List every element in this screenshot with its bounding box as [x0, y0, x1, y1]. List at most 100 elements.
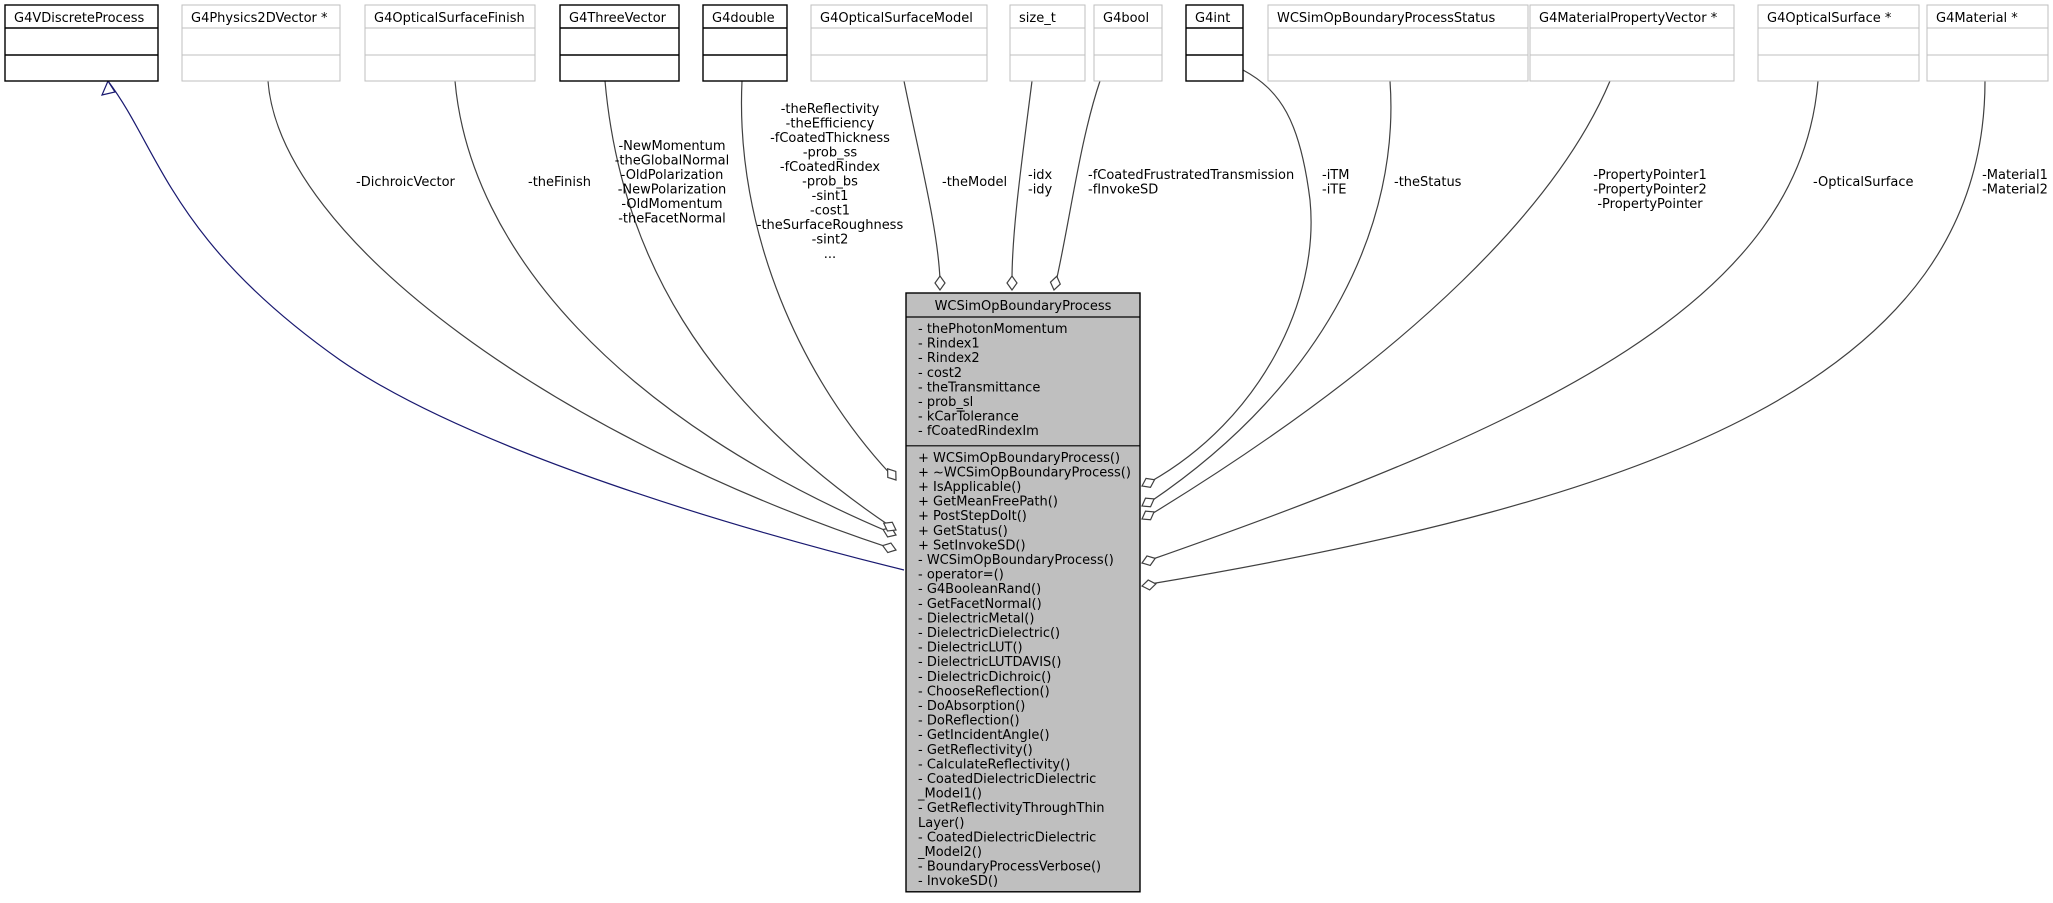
edge-label-line: -Material1 — [1982, 168, 2048, 183]
class-name: G4double — [712, 11, 775, 26]
class-name: G4Physics2DVector * — [191, 11, 328, 26]
main-class-method: _Model1() — [917, 787, 982, 802]
inheritance-arrowhead — [100, 79, 116, 96]
edge-label: -OpticalSurface — [1813, 175, 1914, 190]
edge-line — [1149, 80, 1986, 585]
edge-line — [107, 80, 905, 571]
class-name: G4bool — [1103, 11, 1149, 26]
class-node-g4opticalsurfacemodel[interactable]: G4OpticalSurfaceModel — [810, 4, 988, 82]
edge-line — [1055, 80, 1101, 283]
class-name: size_t — [1019, 11, 1056, 26]
main-class-method: + ~WCSimOpBoundaryProcess() — [918, 465, 1131, 480]
edge-line — [267, 80, 897, 551]
edge-label-line: -idx — [1028, 168, 1053, 183]
class-name: WCSimOpBoundaryProcessStatus — [1277, 11, 1496, 26]
edge-label-line: ... — [824, 247, 836, 262]
edge-g4threevector: -NewMomentum-theGlobalNormal-OldPolariza… — [604, 80, 897, 532]
edge-line — [454, 80, 897, 536]
edge-g4vdiscreteprocess — [100, 79, 905, 571]
main-class-method: - operator=() — [918, 568, 1004, 583]
main-class-method: - WCSimOpBoundaryProcess() — [918, 553, 1114, 568]
main-class-attribute: - theTransmittance — [918, 380, 1040, 395]
aggregation-diamond — [1141, 510, 1155, 521]
main-class-method: - CalculateReflectivity() — [918, 757, 1070, 772]
edge-label-line: -fCoatedFrustratedTransmission — [1088, 168, 1294, 183]
class-node-g4threevector[interactable]: G4ThreeVector — [559, 4, 680, 82]
edge-line — [903, 80, 941, 281]
main-class-attribute: - Rindex2 — [918, 351, 980, 366]
edge-label-line: -iTM — [1322, 168, 1349, 183]
class-name: G4Material * — [1936, 11, 2018, 26]
class-box — [559, 4, 680, 82]
edge-label-line: -OpticalSurface — [1813, 175, 1914, 190]
class-name: G4int — [1195, 11, 1230, 26]
class-node-g4int[interactable]: G4int — [1185, 4, 1244, 82]
main-class-method: - GetIncidentAngle() — [918, 728, 1050, 743]
edge-label-line: -PropertyPointer — [1597, 197, 1703, 212]
main-class-method: - CoatedDielectricDielectric — [918, 830, 1096, 845]
edge-g4double: -theReflectivity-theEfficiency-fCoatedTh… — [740, 80, 904, 481]
class-node-g4opticalsurface[interactable]: G4OpticalSurface * — [1757, 4, 1920, 82]
main-class-method: - BoundaryProcessVerbose() — [918, 860, 1101, 875]
class-node-g4bool[interactable]: G4bool — [1093, 4, 1163, 82]
class-node-wcsimopboundaryprocessstatus[interactable]: WCSimOpBoundaryProcessStatus — [1267, 4, 1529, 82]
class-node-g4materialpropertyvector[interactable]: G4MaterialPropertyVector * — [1529, 4, 1735, 82]
class-node-g4double[interactable]: G4double — [702, 4, 788, 82]
class-box — [702, 4, 788, 82]
class-node-g4physics2dvector[interactable]: G4Physics2DVector * — [181, 4, 341, 82]
class-box — [181, 4, 341, 82]
main-class-attribute: - fCoatedRindexIm — [918, 424, 1039, 439]
aggregation-diamond — [1140, 579, 1157, 591]
main-class-node[interactable]: WCSimOpBoundaryProcess- thePhotonMomentu… — [905, 292, 1141, 893]
main-class-method: - DielectricLUT() — [918, 641, 1023, 656]
main-class-method: - G4BooleanRand() — [918, 582, 1041, 597]
class-name: G4ThreeVector — [569, 11, 667, 26]
main-class-method: - CoatedDielectricDielectric — [918, 772, 1096, 787]
main-class-attribute: - kCarTolerance — [918, 410, 1019, 425]
class-node-size-t[interactable]: size_t — [1009, 4, 1086, 82]
aggregation-diamond — [1006, 274, 1018, 292]
class-box — [1093, 4, 1163, 82]
edge-label-line: -prob_ss — [803, 146, 857, 161]
edge-label-line: -theFacetNormal — [618, 212, 726, 227]
edge-g4physics2dvector: -DichroicVector — [267, 80, 897, 554]
edge-g4materialpropertyvector: -PropertyPointer1-PropertyPointer2-Prope… — [1141, 80, 1707, 521]
edge-label: -NewMomentum-theGlobalNormal-OldPolariza… — [615, 139, 730, 227]
class-box — [1529, 4, 1735, 82]
main-class-method: - ChooseReflection() — [918, 684, 1050, 699]
main-class-method: - DielectricDielectric() — [918, 626, 1060, 641]
main-class-attribute: - cost2 — [918, 366, 962, 381]
edge-g4material: -Material1-Material2 — [1140, 80, 2048, 591]
class-node-g4opticalsurfacefinish[interactable]: G4OpticalSurfaceFinish — [364, 4, 536, 82]
edge-line — [740, 80, 897, 481]
edge-label-line: -fCoatedRindex — [780, 160, 881, 175]
main-class-box — [905, 292, 1141, 893]
edge-label-line: -theStatus — [1394, 175, 1462, 190]
edge-line — [1149, 80, 1611, 516]
main-class-attribute: - Rindex1 — [918, 337, 980, 352]
class-name: G4OpticalSurfaceModel — [820, 11, 973, 26]
edge-g4opticalsurfacemodel: -theModel — [903, 80, 1007, 292]
main-class-method: - InvokeSD() — [918, 874, 998, 889]
class-node-g4material[interactable]: G4Material * — [1926, 4, 2049, 82]
edge-label-line: -NewPolarization — [618, 183, 727, 198]
edge-label: -DichroicVector — [356, 175, 456, 190]
edge-line — [1149, 69, 1312, 483]
edge-label: -PropertyPointer1-PropertyPointer2-Prope… — [1593, 168, 1707, 212]
class-box — [1926, 4, 2049, 82]
edges-layer: -DichroicVector-theFinish-NewMomentum-th… — [100, 69, 2048, 591]
main-class-method: - GetReflectivityThroughThin — [918, 801, 1105, 816]
class-name: G4OpticalSurfaceFinish — [374, 11, 525, 26]
main-class-method: + IsApplicable() — [918, 480, 1021, 495]
edge-label: -theStatus — [1394, 175, 1462, 190]
main-class-method: - DielectricDichroic() — [918, 670, 1051, 685]
class-node-g4vdiscreteprocess[interactable]: G4VDiscreteProcess — [4, 4, 159, 82]
edge-label-line: -sint2 — [812, 233, 849, 248]
edge-label: -theReflectivity-theEfficiency-fCoatedTh… — [757, 102, 904, 262]
edge-line — [1149, 80, 1392, 503]
aggregation-diamond — [1049, 275, 1061, 292]
edge-wcsimopboundaryprocessstatus: -theStatus — [1141, 80, 1462, 508]
edge-label-line: -theEfficiency — [786, 117, 875, 132]
edge-label-line: -fCoatedThickness — [770, 131, 890, 146]
